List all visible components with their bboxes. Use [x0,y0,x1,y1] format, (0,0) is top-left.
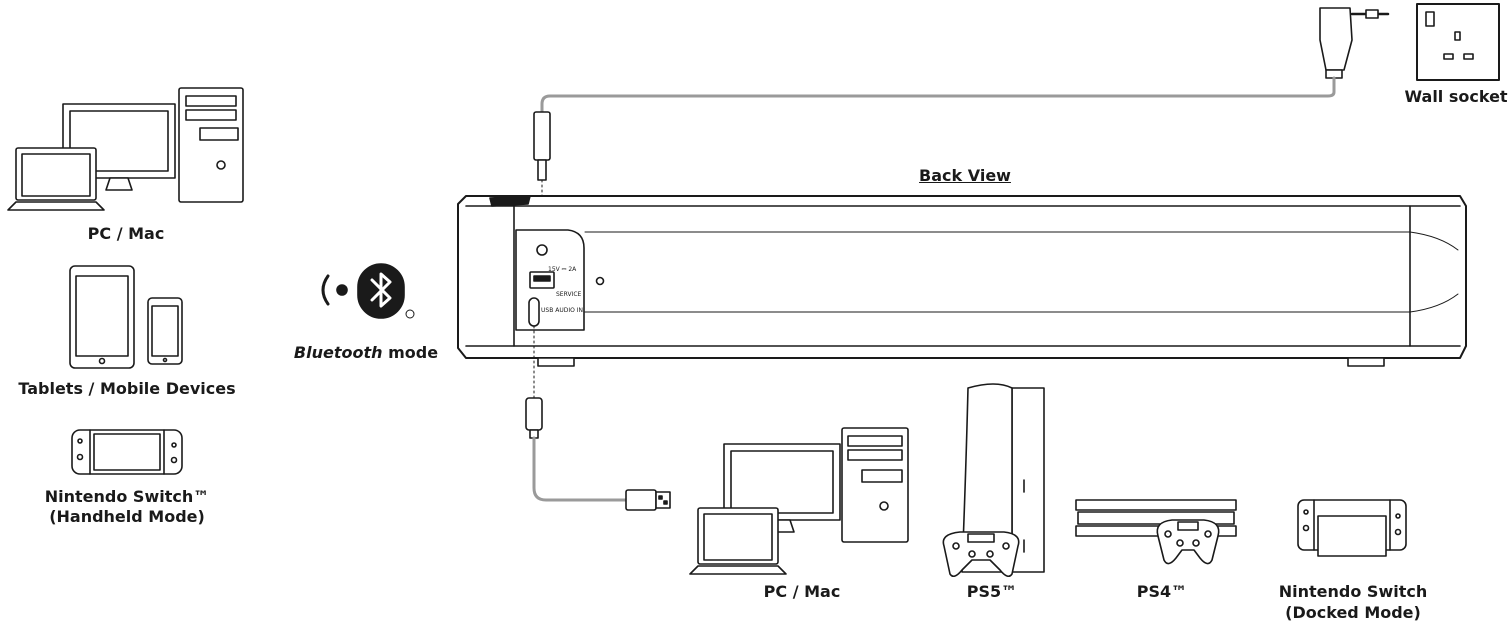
dc-plug-icon [533,111,551,181]
ps5-label: PS5™ [966,582,1018,601]
soundbar-back-view [457,195,1467,367]
ps4-controller-icon [1156,519,1220,565]
wall-socket-label: Wall socket [1404,87,1508,106]
power-adapter-icon [1319,7,1390,79]
switch-handheld-label-1: Nintendo Switch™ [44,487,210,506]
back-view-title: Back View [919,166,1011,185]
bluetooth-wave-icon [321,274,348,306]
bluetooth-icon [357,263,415,319]
laptop-icon [7,147,105,211]
usb-audio-in-label: USB AUDIO IN [541,307,583,314]
bluetooth-word: Bluetooth [293,343,383,362]
switch-docked-label-1: Nintendo Switch [1278,582,1428,601]
pc-mac-left-label: PC / Mac [87,224,165,243]
usb-a-plug-icon [625,489,671,511]
ps4-console-icon [1075,499,1237,537]
dc-in-port [536,244,548,256]
ps5-console-icon [961,383,1045,573]
usb-audio-in-port [528,297,540,327]
port-panel [515,229,585,331]
ps5-controller-icon [942,531,1020,578]
pc-mac-bottom-label: PC / Mac [763,582,841,601]
tablet-icon [69,265,135,369]
bluetooth-mode-label: Bluetooth mode [290,343,442,363]
switch-dock-icon [1297,499,1407,557]
usb-c-plug-icon [525,397,543,439]
tablets-label: Tablets / Mobile Devices [18,379,236,398]
switch-docked-label-2: (Docked Mode) [1285,603,1421,622]
pc-mac-bottom-group [689,427,909,575]
wall-socket-icon [1416,3,1500,81]
service-port-label: SERVICE [556,291,582,298]
laptop-icon [689,507,787,575]
switch-handheld-label-2: (Handheld Mode) [49,507,205,526]
desktop-pc-icon [178,87,244,203]
desktop-pc-icon [841,427,909,543]
pc-mac-left-group [7,87,244,211]
switch-handheld-icon [71,429,183,475]
mode-word: mode [382,343,439,362]
phone-icon [147,297,183,365]
power-port-label: 15V ⎓ 2A [548,266,577,273]
ps4-label: PS4™ [1136,582,1188,601]
